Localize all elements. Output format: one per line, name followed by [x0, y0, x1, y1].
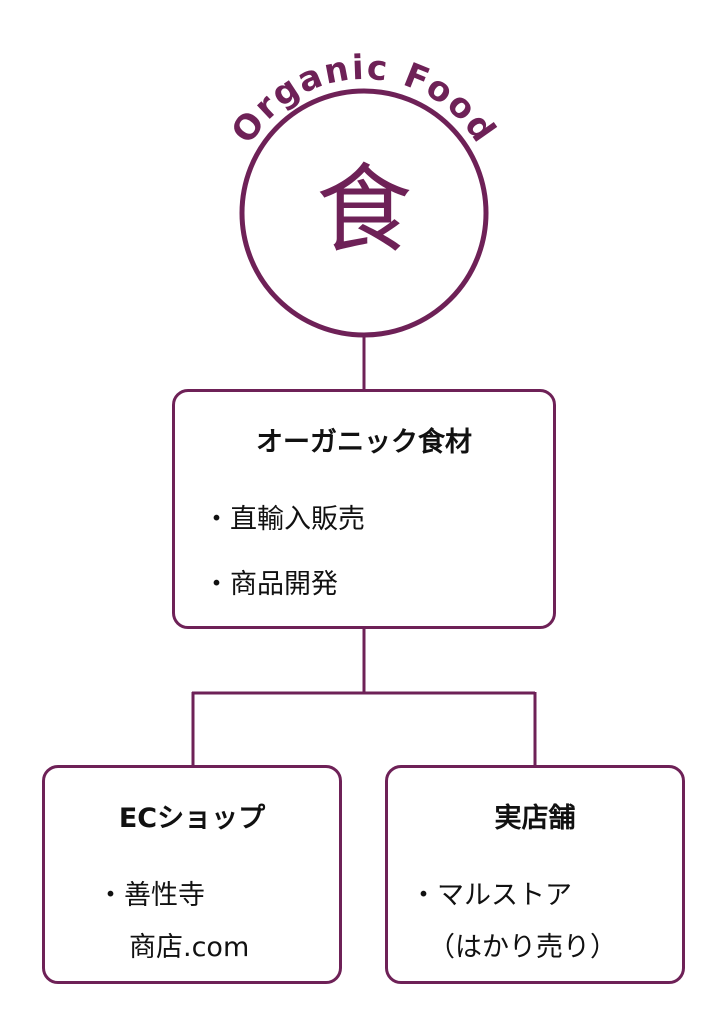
store-title: 実店舗: [494, 803, 576, 834]
ec-shop-title: ECショップ: [118, 803, 266, 834]
ec-shop-item: 商店.com: [129, 932, 250, 963]
store-item: ・マルストア: [410, 880, 572, 911]
ec-shop-item: ・善性寺: [97, 880, 205, 911]
main-box-item: ・直輸入販売: [203, 504, 365, 535]
logo-food-symbol: 食: [316, 154, 412, 266]
main-box-title: オーガニック食材: [256, 427, 472, 458]
store-item: （はかり売り）: [428, 932, 617, 963]
main-box: オーガニック食材 ・直輸入販売 ・商品開発: [172, 389, 556, 629]
logo-arc-text: Organic Food: [224, 48, 504, 151]
ec-shop-box: ECショップ ・善性寺 商店.com: [42, 765, 342, 984]
main-box-item: ・商品開発: [203, 569, 338, 600]
store-box: 実店舗 ・マルストア （はかり売り）: [385, 765, 685, 984]
